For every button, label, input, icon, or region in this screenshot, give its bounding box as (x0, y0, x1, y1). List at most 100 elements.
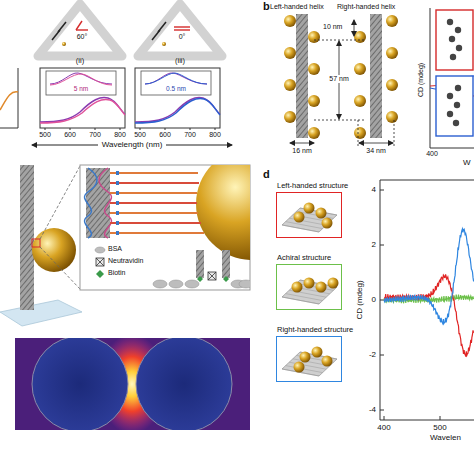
gold-nanoparticle (304, 203, 315, 214)
zoom-inset (196, 250, 204, 278)
zoom-inset (85, 165, 250, 288)
axis-title: Wavelength (nm) (102, 140, 163, 149)
zoom-inset (116, 201, 119, 205)
spectrum-plot (45, 128, 46, 130)
axis-tick: 600 (64, 131, 76, 139)
cd-plot (447, 19, 453, 25)
cd-spectrum (380, 420, 474, 421)
panel-sublabel: (ii) (76, 57, 84, 66)
legend-samples (96, 270, 104, 278)
cd-spectrum (380, 355, 384, 356)
origami-triangle (58, 22, 66, 32)
gold-nanoparticle (284, 15, 296, 27)
cd-spectrum (380, 245, 384, 246)
gold-nanoparticle (386, 15, 398, 27)
dimension-lines (314, 120, 364, 121)
zoom-inset (208, 272, 216, 280)
origami-triangle (158, 22, 166, 32)
zoom-inset (153, 280, 250, 288)
axis-tick: 700 (89, 131, 101, 139)
spectrum-plot (135, 68, 220, 130)
origami-sheet (282, 225, 319, 232)
origami-sheet (277, 265, 340, 308)
rod-sphere-sketch (40, 166, 80, 239)
origami-sheet (286, 294, 323, 301)
gold-nanoparticle (292, 282, 303, 293)
gold-nanoparticle (304, 278, 315, 289)
field-map (15, 338, 250, 430)
field-map (32, 338, 128, 430)
rod-sphere-sketch (0, 300, 82, 326)
spectrum-plot (40, 68, 125, 130)
legend-label: Neutravidin (108, 257, 143, 265)
zoom-inset (153, 280, 167, 288)
gold-nanoparticle (294, 212, 305, 223)
spectrum-plot (135, 68, 220, 128)
axis-tick: 0 (372, 295, 376, 304)
gold-nanoparticle (312, 347, 323, 358)
zoom-inset (222, 250, 230, 278)
gold-nanoparticle (354, 95, 366, 107)
axis-arrow (166, 145, 232, 146)
spectrum-plot (140, 128, 141, 130)
spectrum-plot (40, 68, 125, 128)
structure-title: Right-handed helix (337, 3, 395, 11)
cd-plot (450, 54, 456, 60)
dimension-label: 34 nm (366, 147, 385, 155)
axis-tick: 800 (209, 131, 221, 139)
cd-spectrum (440, 416, 441, 420)
cd-plot (430, 8, 431, 148)
zoom-inset (110, 192, 197, 194)
dimension-lines (358, 120, 359, 146)
gold-nanoparticle (386, 111, 398, 123)
structure-title: Left-handed helix (270, 3, 324, 11)
dimension-lines (290, 20, 394, 146)
axis-tick: 500 (433, 423, 446, 432)
cd-plot (455, 27, 461, 33)
spectrum-plot (50, 74, 112, 85)
zoom-inset (116, 171, 119, 235)
spectrum-plot (70, 128, 71, 130)
axis-title: CD (mdeg) (355, 280, 364, 319)
cd-spectrum (380, 410, 384, 411)
origami-triangle (62, 42, 66, 46)
spectrum-plot (165, 128, 166, 130)
zoom-inset (110, 222, 201, 224)
spectrum-plot (145, 73, 207, 84)
partial-plot (18, 68, 19, 128)
zoom-inset (223, 276, 229, 282)
axis-tick: 800 (114, 131, 126, 139)
cd-plot (453, 120, 459, 126)
dimension-lines (394, 120, 395, 146)
dimension-lines (354, 20, 355, 36)
origami-triangle (38, 4, 122, 56)
dimension-lines (359, 143, 393, 144)
structure-box: Left-handed structure (276, 192, 342, 238)
zoom-inset (239, 280, 250, 288)
spectrum-plot (135, 99, 220, 123)
cd-spectrum (380, 190, 384, 191)
axis-tick: 500 (134, 131, 146, 139)
origami-sheet (277, 193, 340, 236)
zoom-inset (197, 276, 203, 282)
spectrum-plot (145, 73, 207, 84)
axis-tick: 2 (372, 240, 376, 249)
axis-tick: -2 (369, 350, 376, 359)
gold-nanoparticle (354, 31, 366, 43)
zoom-inset (208, 272, 216, 280)
dimension-label: 10 nm (322, 23, 343, 31)
zoom-inset (116, 221, 119, 225)
zoom-inset (110, 202, 197, 204)
cd-plot (436, 76, 473, 136)
field-map (136, 338, 232, 430)
angle-label: 0° (179, 33, 186, 41)
cd-plot (449, 36, 455, 42)
origami-triangle (162, 42, 166, 46)
origami-triangle (138, 4, 222, 56)
zoom-inset (80, 148, 308, 290)
shift-label: 0.5 nm (166, 85, 186, 92)
panel-letter: b (263, 0, 270, 13)
cd-plot (455, 85, 461, 91)
zoom-inset (116, 231, 119, 235)
